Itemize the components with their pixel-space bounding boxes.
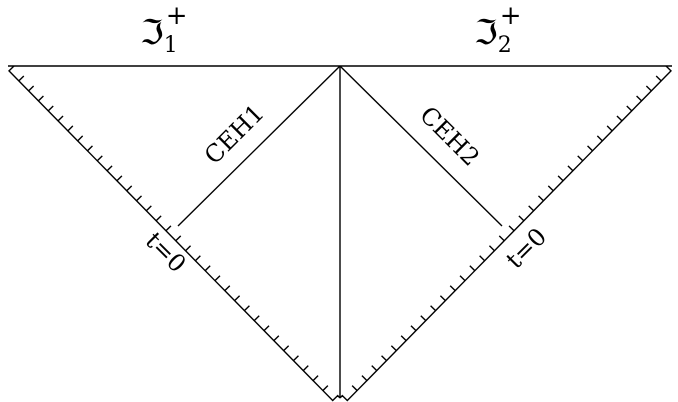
ceh1-line (177, 65, 341, 227)
ceh2-label: CEH2 (414, 101, 485, 172)
scri-2-label: ℑ2+ (474, 1, 522, 58)
scri-2-superscript: + (500, 1, 522, 31)
right-singularity-zigzag (339, 65, 672, 402)
scri-1-symbol: ℑ (140, 13, 164, 53)
scri-1-label: ℑ1+ (140, 1, 188, 58)
scri-1-subscript: 1 (164, 33, 178, 58)
scri-1-superscript: + (166, 1, 188, 31)
left-singularity-zigzag (8, 65, 341, 402)
ceh2-line (339, 65, 503, 227)
time-label-right: t=0 (501, 223, 553, 275)
scri-2-symbol: ℑ (474, 13, 498, 53)
time-label-left: t=0 (140, 227, 192, 279)
scri-2-subscript: 2 (498, 33, 512, 58)
ceh1-label: CEH1 (199, 99, 270, 170)
